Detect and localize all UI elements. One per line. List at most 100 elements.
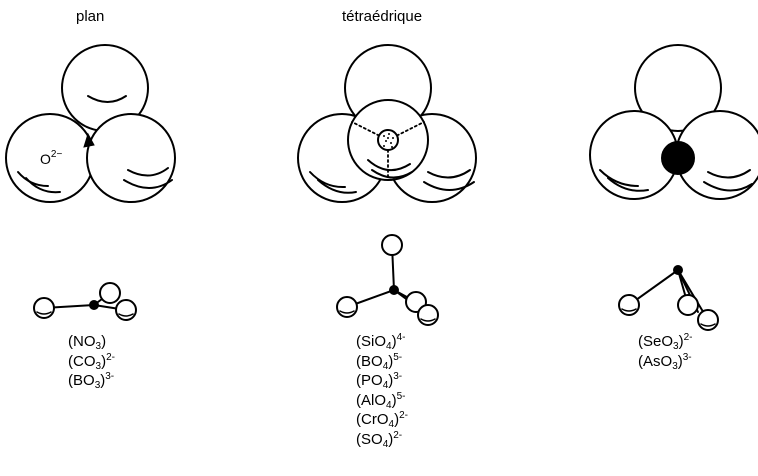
- close-paren: ): [677, 352, 683, 370]
- plan-space-filling-model: O2−: [5, 44, 176, 203]
- open-paren: (: [68, 372, 73, 390]
- element-symbol: O: [374, 391, 387, 409]
- close-paren: ): [388, 430, 394, 448]
- element-symbol: O: [661, 333, 674, 350]
- shading-arc: [707, 169, 751, 179]
- subscript: 4: [386, 399, 392, 411]
- shading-arc: [87, 95, 127, 103]
- oxygen-atom: [381, 234, 403, 256]
- oxygen-atom: [336, 296, 358, 318]
- open-paren: (: [356, 333, 361, 350]
- open-paren: (: [356, 430, 361, 448]
- element-symbol: O: [83, 333, 96, 350]
- charge: 2-: [106, 351, 115, 363]
- element-symbol: Se: [643, 333, 662, 350]
- shading-arc: [317, 179, 357, 194]
- central-atom-tetrahedral: [377, 129, 399, 151]
- open-paren: (: [638, 352, 643, 370]
- close-paren: ): [391, 333, 397, 350]
- ion-formula: (PO4)3-: [356, 371, 408, 391]
- close-paren: ): [101, 333, 107, 350]
- shading-arc: [423, 181, 475, 191]
- subscript: 4: [382, 438, 389, 450]
- open-paren: (: [68, 352, 73, 370]
- close-paren: ): [394, 411, 400, 429]
- subscript: 3: [673, 341, 679, 352]
- charge: 5-: [393, 351, 403, 363]
- element-symbol: Al: [361, 391, 375, 409]
- ion-formula: (SeO3)2-: [638, 332, 693, 352]
- ion-formula: (SO4)2-: [356, 430, 408, 450]
- element-symbol: Cr: [361, 411, 377, 429]
- element-symbol: C: [73, 352, 84, 370]
- heading-plan: plan: [76, 8, 105, 25]
- element-symbol: P: [361, 372, 372, 390]
- oxygen-atom: [417, 304, 439, 326]
- close-paren: ): [388, 352, 394, 370]
- element-symbol: O: [371, 352, 383, 370]
- charge: 2-: [393, 429, 403, 441]
- element-symbol: O: [371, 430, 383, 448]
- shading-arc: [427, 169, 471, 179]
- central-atom-pyramidal: [661, 141, 695, 175]
- subscript: 3: [95, 360, 102, 372]
- shading-arc: [607, 177, 649, 192]
- ion-formula: (AsO3)3-: [638, 352, 693, 372]
- central-atom: [673, 265, 683, 275]
- open-paren: (: [356, 372, 361, 390]
- oxygen-sphere-top: [634, 44, 722, 132]
- ion-formula: (BO4)5-: [356, 352, 408, 372]
- oxygen-atom: [677, 294, 699, 316]
- shading-arc: [25, 177, 61, 194]
- pyramidal-ball-and-stick-model: [618, 265, 719, 331]
- oxygen-atom: [697, 309, 719, 331]
- subscript: 3: [94, 380, 101, 392]
- close-paren: ): [391, 391, 397, 409]
- element-symbol: O: [83, 372, 95, 390]
- close-paren: ): [678, 333, 684, 350]
- element-symbol: B: [361, 352, 372, 370]
- oxygen-atom: [115, 299, 137, 321]
- close-paren: ): [100, 372, 106, 390]
- open-paren: (: [638, 333, 643, 350]
- heading-tetraedrique: tétraédrique: [342, 8, 423, 25]
- plan-ion-list: (NO3)(CO3)2-(BO3)3-: [68, 332, 115, 391]
- close-paren: ): [101, 352, 107, 370]
- close-paren: ): [388, 372, 394, 390]
- tetrahedral-ion-list: (SiO4)4-(BO4)5-(PO4)3-(AlO4)5-(CrO4)2-(S…: [356, 332, 408, 450]
- element-symbol: B: [73, 372, 84, 390]
- plan-ball-and-stick-model: [33, 282, 137, 321]
- ion-formula: (BO3)3-: [68, 371, 115, 391]
- shading-arc: [371, 169, 413, 179]
- open-paren: (: [68, 333, 73, 350]
- charge: 5-: [396, 390, 406, 402]
- ion-formula: (AlO4)5-: [356, 391, 408, 411]
- central-atom: [89, 300, 99, 310]
- oxygen-sphere-right: [86, 113, 176, 203]
- shading-arc: [599, 169, 639, 187]
- subscript: 3: [672, 360, 678, 372]
- element-symbol: S: [361, 430, 372, 448]
- element-symbol: O: [83, 352, 96, 370]
- shading-arc: [703, 181, 753, 192]
- subscript: 4: [386, 341, 392, 352]
- element-symbol: O: [376, 411, 389, 429]
- charge: 2-: [683, 332, 693, 343]
- central-atom: [389, 285, 399, 295]
- ion-formula: (CrO4)2-: [356, 410, 408, 430]
- subscript: 4: [388, 419, 395, 431]
- element-symbol: N: [73, 333, 84, 350]
- charge: 4-: [396, 332, 406, 343]
- ion-formula: (CO3)2-: [68, 352, 115, 372]
- tetrahedral-space-filling-model: [297, 44, 477, 203]
- element-symbol: Si: [361, 333, 375, 350]
- central-atom-plan: [83, 132, 95, 148]
- open-paren: (: [356, 352, 361, 370]
- subscript: 4: [382, 380, 389, 392]
- shading-arc: [127, 167, 169, 177]
- element-symbol: As: [643, 352, 661, 370]
- charge: 3-: [105, 371, 115, 383]
- ion-formula: (SiO4)4-: [356, 332, 408, 352]
